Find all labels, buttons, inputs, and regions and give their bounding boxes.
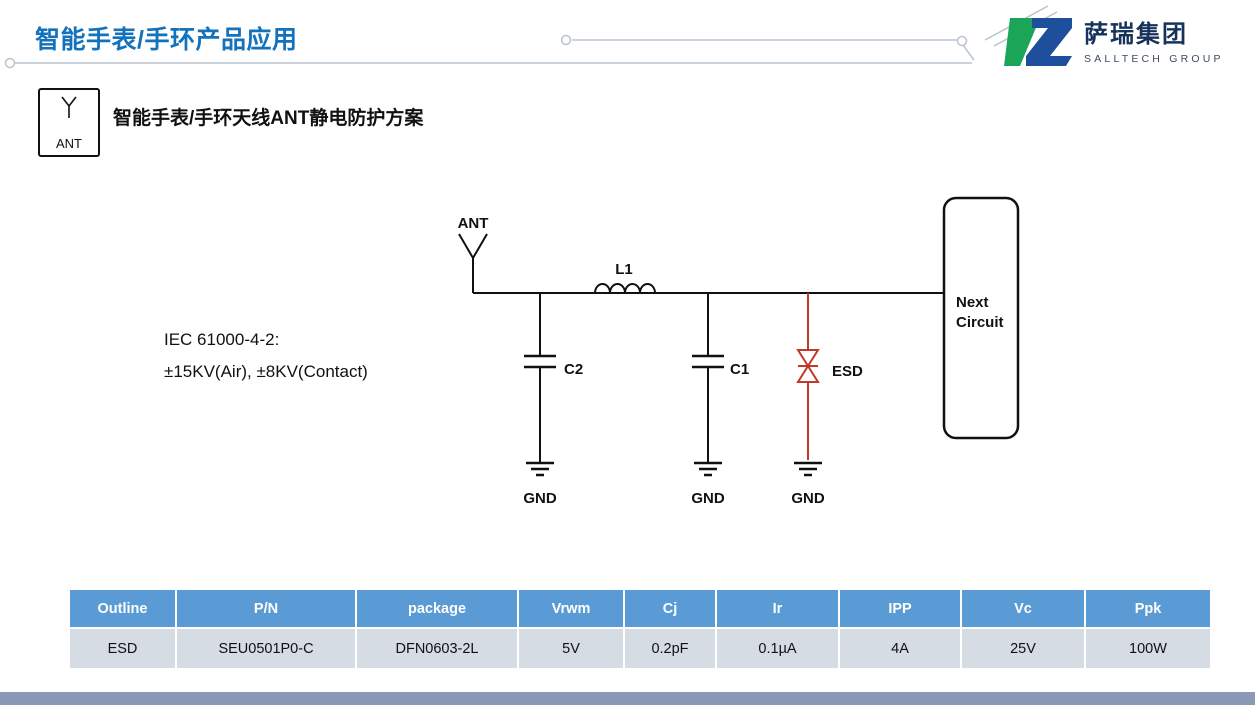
cell-package: DFN0603-2L [355,627,519,670]
decor-dot-1 [560,34,572,46]
page-title: 智能手表/手环产品应用 [35,26,298,54]
cell-pn: SEU0501P0-C [175,627,357,670]
footer-accent-bar [0,692,1255,705]
c1-label: C1 [730,361,749,378]
col-header-pn: P/N [175,588,357,629]
cell-ppk: 100W [1084,627,1212,670]
cell-outline: ESD [68,627,177,670]
cell-vc: 25V [960,627,1086,670]
ground-icon-c2 [526,461,554,477]
spec-table-header-row: Outline P/N package Vrwm Cj Ir IPP Vc Pp… [68,588,1212,629]
esd-tvs-diode-symbol [796,293,820,460]
section-heading: 智能手表/手环天线ANT静电防护方案 [113,108,424,129]
col-header-vrwm: Vrwm [517,588,625,629]
gnd-label-a: GND [523,490,557,507]
logo-name: 萨瑞集团 [1084,20,1188,48]
gnd-label-c: GND [791,490,825,507]
cell-cj: 0.2pF [623,627,717,670]
salltech-logo-icon [1004,18,1072,66]
next-circuit-label-line1: Next [956,294,989,311]
ground-icon-c1 [694,461,722,477]
iec-line1: IEC 61000-4-2: [164,330,280,349]
company-logo: 萨瑞集团 SALLTECH GROUP [1002,14,1224,70]
ant-label: ANT [458,215,489,232]
cell-ipp: 4A [838,627,962,670]
col-header-package: package [355,588,519,629]
ant-badge-label: ANT [56,136,82,151]
logo-subname: SALLTECH GROUP [1084,52,1224,65]
col-header-vc: Vc [960,588,1086,629]
col-header-ir: Ir [715,588,840,629]
table-row: ESD SEU0501P0-C DFN0603-2L 5V 0.2pF 0.1µ… [68,627,1212,670]
cell-ir: 0.1µA [715,627,840,670]
decor-dot-3 [4,57,16,69]
capacitor-c2-symbol [524,293,556,463]
next-circuit-box [942,196,1020,440]
antenna-icon [61,96,77,118]
gnd-label-b: GND [691,490,725,507]
esd-protection-circuit-diagram: ANT L1 C2 GND [458,196,1020,507]
antenna-symbol [458,233,488,293]
esd-spec-table: Outline P/N package Vrwm Cj Ir IPP Vc Pp… [68,588,1212,670]
decor-dot-2 [956,35,968,47]
ant-badge: ANT [38,88,100,157]
c2-label: C2 [564,361,583,378]
col-header-ppk: Ppk [1084,588,1212,629]
cell-vrwm: 5V [517,627,625,670]
col-header-ipp: IPP [838,588,962,629]
iec-line2: ±15KV(Air), ±8KV(Contact) [164,362,368,381]
next-circuit-label-line2: Circuit [956,314,1004,331]
col-header-cj: Cj [623,588,717,629]
inductor-l1-symbol [594,283,656,294]
capacitor-c1-symbol [692,293,724,463]
l1-label: L1 [615,261,633,278]
ground-icon-esd [794,461,822,477]
iec-rating-note: IEC 61000-4-2: ±15KV(Air), ±8KV(Contact) [164,324,368,388]
esd-label: ESD [832,363,863,380]
col-header-outline: Outline [68,588,177,629]
